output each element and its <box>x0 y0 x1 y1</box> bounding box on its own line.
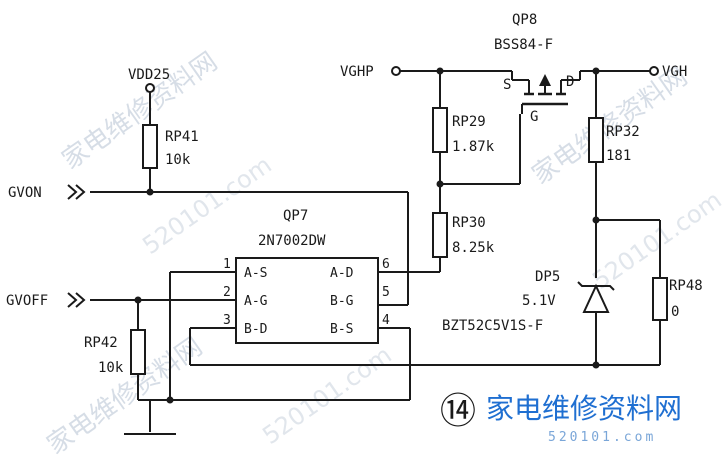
resistor-body-icon <box>432 107 448 153</box>
terminal-circle-icon <box>391 66 401 76</box>
net-vghp: VGHP <box>340 64 401 80</box>
logo-subtext: 520101.com <box>548 430 656 445</box>
qp7-pin-a-g: A-G <box>244 294 268 309</box>
dp5-value: 5.1V <box>522 293 556 309</box>
junction-dot <box>134 296 142 304</box>
qp7-ic: QP7 2N7002DW A-S A-G B-D A-D B-G B-S 1 2… <box>223 208 390 344</box>
resistor-body-icon <box>432 212 448 258</box>
rp42-ref: RP42 <box>84 335 118 351</box>
connector-arrow-icon <box>67 292 78 308</box>
net-vdd25: VDD25 <box>128 67 170 93</box>
qp8-mosfet: QP8 BSS84-F S D G <box>494 12 580 125</box>
rp32-ref: RP32 <box>606 124 640 140</box>
gvoff-label: GVOFF <box>6 293 48 309</box>
qp8-pin-s: S <box>503 77 511 93</box>
junction-dot <box>166 396 174 404</box>
rp32-value: 181 <box>606 148 631 164</box>
qp7-pin-number: 4 <box>382 313 390 328</box>
dp5-part: BZT52C5V1S-F <box>442 318 543 334</box>
junction-dot <box>436 180 444 188</box>
qp7-pin-number: 1 <box>223 257 231 272</box>
qp8-pin-g: G <box>530 109 538 125</box>
qp7-pin-b-g: B-G <box>330 294 354 309</box>
rp32-resistor: RP32 181 <box>588 117 640 164</box>
rp48-value: 0 <box>671 304 679 320</box>
resistor-body-icon <box>142 124 158 169</box>
junction-dot <box>592 361 600 369</box>
ic-body <box>235 257 379 344</box>
figure-number-label: ⑭ <box>440 391 476 432</box>
qp7-pin-b-d: B-D <box>244 322 268 337</box>
resistor-body-icon <box>652 277 668 321</box>
site-logo: 家电维修资料网 520101.com <box>486 392 682 445</box>
qp7-pin-number: 5 <box>382 285 390 300</box>
dp5-zener-diode: DP5 5.1V BZT52C5V1S-F <box>442 269 615 334</box>
mosfet-arrow-icon <box>539 74 551 86</box>
qp7-pin-number: 6 <box>382 257 390 272</box>
vdd25-label: VDD25 <box>128 67 170 83</box>
junction-dots <box>134 67 600 404</box>
connector-arrow-icon <box>75 292 86 308</box>
junction-dot <box>146 188 154 196</box>
qp7-pin-a-s: A-S <box>244 266 267 281</box>
junction-dot <box>436 67 444 75</box>
dp5-ref: DP5 <box>535 269 560 285</box>
rp48-ref: RP48 <box>669 278 703 294</box>
rp41-resistor: RP41 10k <box>142 124 199 169</box>
zener-bar-icon <box>577 281 615 291</box>
qp8-ref: QP8 <box>512 12 537 28</box>
logo-text: 家电维修资料网 <box>486 392 682 425</box>
net-vgh: VGH <box>649 64 687 80</box>
figure-number: ⑭ <box>440 391 476 432</box>
net-gvon: GVON <box>8 184 86 201</box>
resistor-body-icon <box>130 329 146 375</box>
qp7-ref: QP7 <box>283 208 308 224</box>
qp7-pin-b-s: B-S <box>330 322 353 337</box>
qp8-part: BSS84-F <box>494 37 553 53</box>
vgh-label: VGH <box>662 64 687 80</box>
rp30-resistor: RP30 8.25k <box>432 212 495 258</box>
vghp-label: VGHP <box>340 64 374 80</box>
terminal-circle-icon <box>649 66 659 76</box>
rp42-resistor: RP42 10k <box>84 329 146 376</box>
junction-dot <box>592 67 600 75</box>
watermark-text: 家电维修资料网 <box>42 332 208 461</box>
rp29-ref: RP29 <box>452 114 486 130</box>
rp48-resistor: RP48 0 <box>652 277 703 321</box>
qp7-pin-number: 3 <box>223 313 231 328</box>
net-gvoff: GVOFF <box>6 292 86 309</box>
connector-arrow-icon <box>67 184 78 200</box>
connector-arrow-icon <box>75 184 86 200</box>
qp7-part: 2N7002DW <box>258 233 326 249</box>
qp7-pin-a-d: A-D <box>330 266 354 281</box>
rp30-ref: RP30 <box>452 215 486 231</box>
qp8-pin-d: D <box>566 74 574 90</box>
junction-dot <box>592 216 600 224</box>
terminal-circle-icon <box>145 83 155 93</box>
rp29-value: 1.87k <box>452 139 495 155</box>
wires <box>90 70 661 435</box>
watermark-url: 520101.com <box>257 341 396 450</box>
qp7-pin-number: 2 <box>223 285 231 300</box>
rp41-value: 10k <box>165 152 191 168</box>
rp41-ref: RP41 <box>165 129 199 145</box>
watermark-url: 520101.com <box>137 151 276 260</box>
gvon-label: GVON <box>8 185 42 201</box>
rp30-value: 8.25k <box>452 240 495 256</box>
rp42-value: 10k <box>98 360 124 376</box>
resistor-body-icon <box>588 117 604 163</box>
rp29-resistor: RP29 1.87k <box>432 107 495 155</box>
